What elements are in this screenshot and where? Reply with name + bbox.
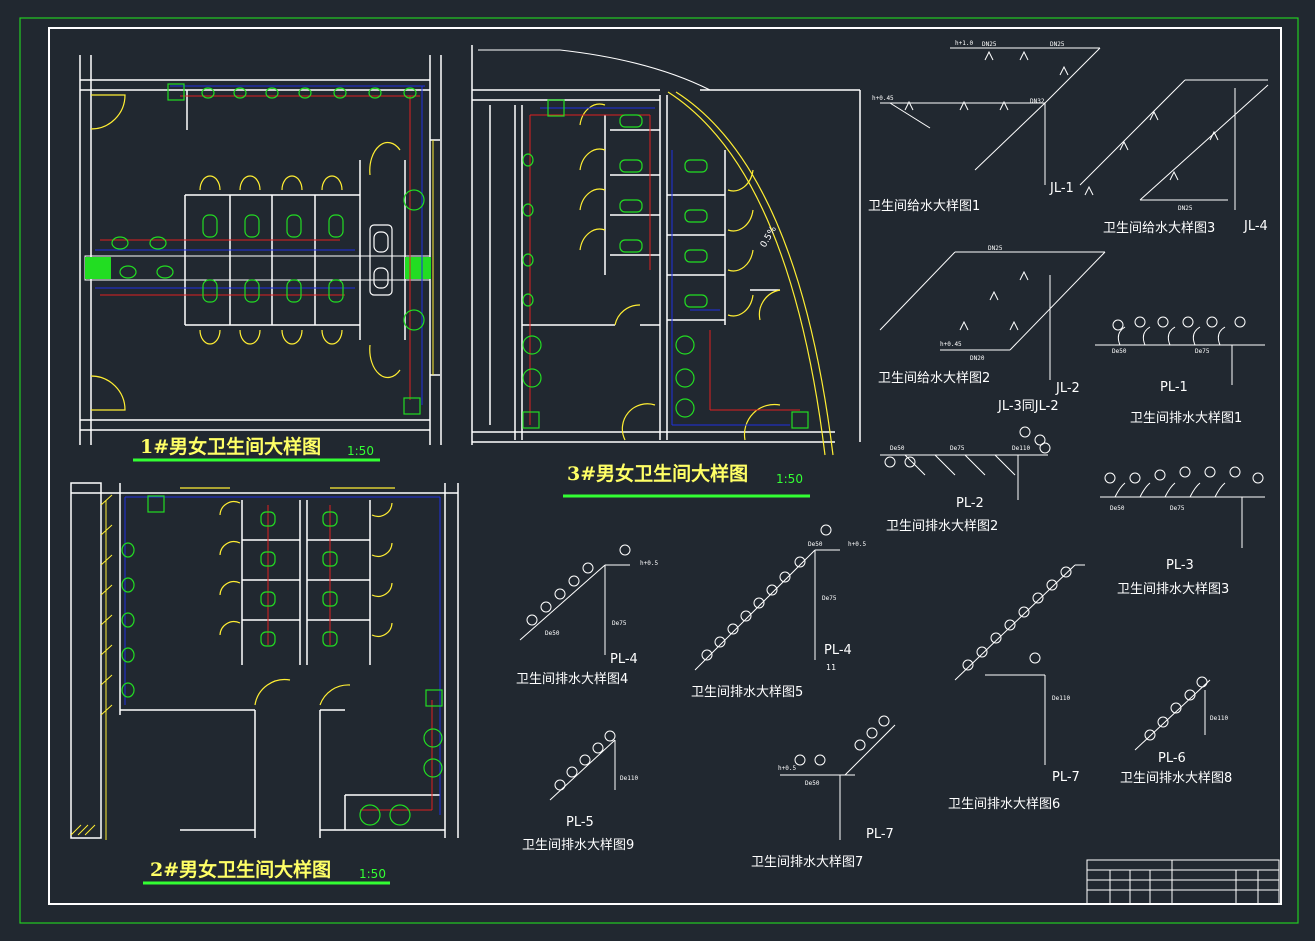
supply-diagram-2-riser-extra: JL-3同JL-2 <box>997 399 1059 414</box>
supply-diagram-1-dn32-label: DN32 <box>1030 98 1045 105</box>
drain-diagram-7 <box>780 715 896 840</box>
drain-diagram-4 <box>519 544 631 655</box>
drain-diagram-6 <box>954 564 1085 765</box>
plan-2-supply-pipes <box>267 505 433 811</box>
plan-2-fixtures <box>121 495 443 826</box>
drain-diagram-2-riser: PL-2 <box>956 496 984 511</box>
supply-diagram-3-pipes <box>1079 79 1269 210</box>
drain-diagram-1-riser: PL-1 <box>1160 380 1188 395</box>
outer-border <box>19 17 1299 924</box>
supply-diagram-1-caption: 卫生间给水大样图1 <box>868 199 980 214</box>
supply-diagram-2-riser: JL-2 <box>1055 381 1080 396</box>
drain-diagram-5-floor: 11 <box>826 663 836 672</box>
supply-diagram-3-caption: 卫生间给水大样图3 <box>1103 221 1215 236</box>
plan-2-doors <box>180 487 395 706</box>
drain-diagram-2-caption: 卫生间排水大样图2 <box>886 519 998 534</box>
drain-diagram-1 <box>1095 316 1265 385</box>
plan-3-curved-wall <box>579 91 834 456</box>
drain-diagram-4-caption: 卫生间排水大样图4 <box>516 672 628 687</box>
drain-diagram-5 <box>694 524 840 671</box>
drain-diagram-3-size: De50 <box>1110 505 1125 512</box>
drain-diagram-3 <box>1100 466 1265 548</box>
drain-diagram-8-size: De110 <box>1210 715 1228 722</box>
drain-diagram-5-riser: PL-4 <box>824 643 852 658</box>
supply-diagram-1-elev-2: h+1.0 <box>955 40 973 47</box>
drain-diagram-4-size: De50 <box>545 630 560 637</box>
plan-2-restroom <box>70 482 459 839</box>
drain-diagram-4-elev: h+0.5 <box>640 560 658 567</box>
drain-diagram-6-riser: PL-7 <box>1052 770 1080 785</box>
drain-diagram-7-caption: 卫生间排水大样图7 <box>751 855 863 870</box>
plan-3-fixtures <box>522 99 809 429</box>
drain-diagram-7-elev: h+0.5 <box>778 765 796 772</box>
supply-diagram-1-pipes <box>880 47 1101 185</box>
plan-3-scale: 1:50 <box>776 472 803 486</box>
plan-3-slope-note: 0.5% <box>759 224 779 249</box>
drain-diagram-5-elev: h+0.5 <box>848 541 866 548</box>
plan-3-drain-pipes <box>540 107 790 426</box>
drain-diagram-7-riser: PL-7 <box>866 827 894 842</box>
supply-diagram-2-dn20-label: DN20 <box>970 355 985 362</box>
drain-diagram-6-caption: 卫生间排水大样图6 <box>948 797 1060 812</box>
drain-diagram-8-caption: 卫生间排水大样图8 <box>1120 771 1232 786</box>
plan-1-drain-pipes <box>95 85 425 405</box>
drain-diagram-2 <box>880 426 1051 500</box>
plan-1-doors <box>90 94 401 411</box>
drain-diagram-5-size: De50 <box>808 541 823 548</box>
plan-1-fixtures <box>111 83 425 415</box>
drain-diagram-6-size: De110 <box>1052 695 1070 702</box>
supply-diagram-1-dn-label-2: DN25 <box>1050 41 1065 48</box>
drain-diagram-3-caption: 卫生间排水大样图3 <box>1117 582 1229 597</box>
plan-1-green-block-right <box>405 257 431 279</box>
drain-diagram-1-caption: 卫生间排水大样图1 <box>1130 411 1242 426</box>
drain-diagram-1-size: De50 <box>1112 348 1127 355</box>
drain-diagram-9-caption: 卫生间排水大样图9 <box>522 838 634 853</box>
plan-1-sink-unit <box>369 224 393 296</box>
plan-3-roof-curve <box>478 49 711 91</box>
drain-diagram-8 <box>1134 676 1211 751</box>
supply-diagram-2-pipes <box>879 251 1106 380</box>
plan-1-restroom <box>79 55 442 445</box>
plan-3-restroom <box>471 45 861 445</box>
drain-diagram-2-size: De50 <box>890 445 905 452</box>
plan-3-supply-pipes <box>529 114 800 425</box>
drain-diagram-5-caption: 卫生间排水大样图5 <box>691 685 803 700</box>
plan-2-drain-pipes <box>124 496 441 815</box>
plan-3-title: 3#男女卫生间大样图 <box>567 462 748 485</box>
drain-diagram-4-riser: PL-4 <box>610 652 638 667</box>
drain-diagram-7-size: De50 <box>805 780 820 787</box>
drain-diagram-9-riser: PL-5 <box>566 815 594 830</box>
drain-diagram-2-size-2: De75 <box>950 445 965 452</box>
supply-diagram-2-caption: 卫生间给水大样图2 <box>878 371 990 386</box>
plan-2-title: 2#男女卫生间大样图 <box>150 858 331 881</box>
drain-diagram-5-size-2: De75 <box>822 595 837 602</box>
drain-diagram-9 <box>549 730 616 801</box>
drawing-frame <box>48 27 1282 905</box>
plan-2-scale: 1:50 <box>359 867 386 881</box>
plan-1-title: 1#男女卫生间大样图 <box>140 435 321 458</box>
drain-diagram-3-size-2: De75 <box>1170 505 1185 512</box>
plan-1-green-block-left <box>85 257 111 279</box>
drain-diagram-4-size-2: De75 <box>612 620 627 627</box>
plan-2-hatch-wall <box>70 494 113 840</box>
plan-1-scale: 1:50 <box>347 444 374 458</box>
drain-diagram-8-riser: PL-6 <box>1158 751 1186 766</box>
supply-diagram-3-riser: JL-4 <box>1243 219 1268 234</box>
supply-diagram-2-dn-label: DN25 <box>988 245 1003 252</box>
drain-diagram-3-riser: PL-3 <box>1166 558 1194 573</box>
plan-1-supply-pipes <box>100 95 420 400</box>
supply-diagram-2-elev: h+0.45 <box>940 341 962 348</box>
supply-diagram-1-elev: h+0.45 <box>872 95 894 102</box>
title-block <box>1086 859 1280 905</box>
supply-diagram-1-dn-label: DN25 <box>982 41 997 48</box>
drain-diagram-9-size: De110 <box>620 775 638 782</box>
supply-diagram-1-riser: JL-1 <box>1049 181 1074 196</box>
drain-diagram-1-size-2: De75 <box>1195 348 1210 355</box>
supply-diagram-3-dn-label: DN25 <box>1178 205 1193 212</box>
drain-diagram-2-size-3: De110 <box>1012 445 1030 452</box>
